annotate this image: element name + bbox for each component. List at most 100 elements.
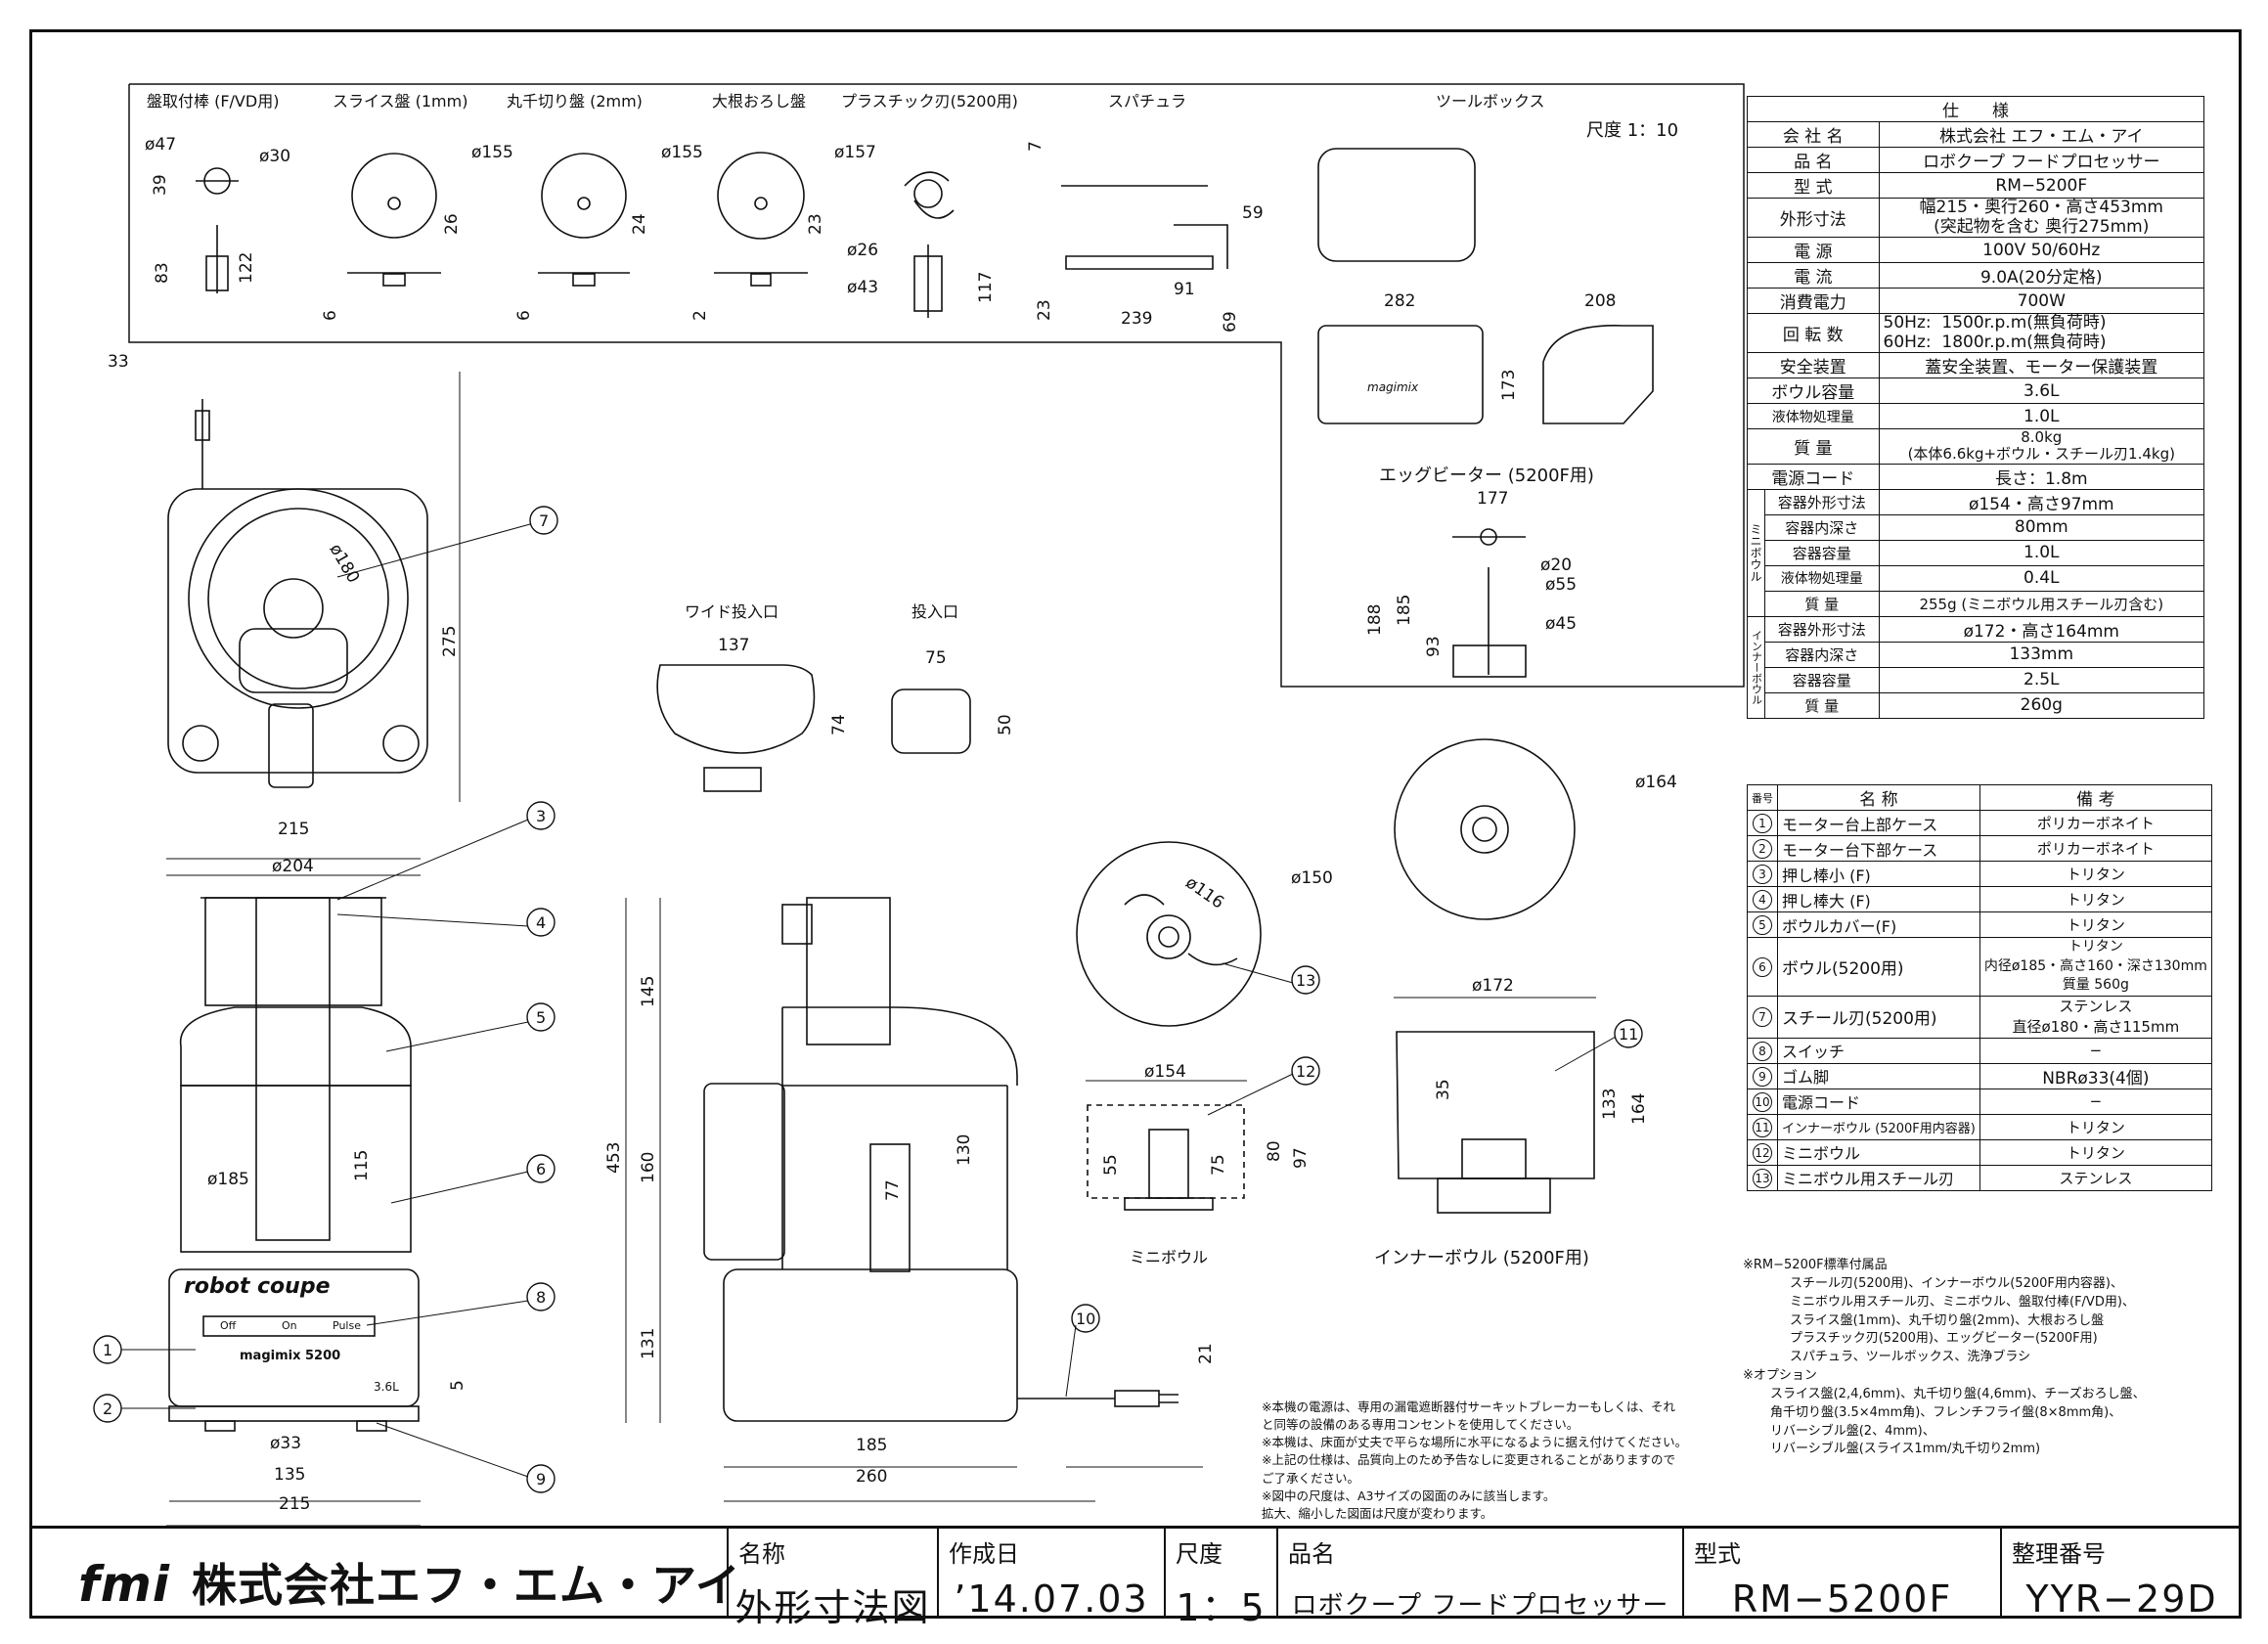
spec-val: 2.5L xyxy=(1878,666,2205,693)
accessory-line: プラスチック刃(5200用)、エッグビーター(5200F用) xyxy=(1790,1331,2098,1347)
callout-7: 7 xyxy=(539,511,550,530)
part-no: 10 xyxy=(1753,1091,1772,1112)
spec-key: 外形寸法 xyxy=(1747,197,1880,239)
dim-d150: ø150 xyxy=(1291,868,1333,888)
parts-col-note: 備 考 xyxy=(1979,784,2212,811)
part-no: 12 xyxy=(1753,1142,1772,1163)
dim-d33: ø33 xyxy=(270,1434,302,1453)
part-note: トリタン xyxy=(1979,861,2212,887)
note-line: ※本機は、床面が丈夫で平らな場所に水平になるように据え付けてください。 xyxy=(1262,1435,1688,1450)
spec-key: 電源コード xyxy=(1747,463,1880,490)
note-line: 拡大、縮小した図面は尺度が変わります。 xyxy=(1262,1505,1493,1521)
capacity-mark: 3.6L xyxy=(374,1380,399,1394)
part-no: 5 xyxy=(1753,915,1772,935)
dim-d185: ø185 xyxy=(207,1170,249,1189)
dim-v117: 117 xyxy=(976,271,996,303)
spec-val: ロボクープ フードプロセッサー xyxy=(1878,147,2205,173)
tb-ref-header: 整理番号 xyxy=(2012,1540,2106,1568)
dim-v74: 74 xyxy=(829,714,849,735)
dim-w177: 177 xyxy=(1477,489,1509,509)
spec-val: 1.0L xyxy=(1878,403,2205,430)
spec-header: 仕 様 xyxy=(1747,96,2204,122)
drawing-frame xyxy=(29,29,2242,1619)
spec-val: 1.0L xyxy=(1878,539,2205,566)
dim-v275: 275 xyxy=(440,625,460,657)
part-note: ステンレス 直径ø180・高さ115mm xyxy=(1979,995,2212,1039)
accessory-line: スライス盤(1mm)、丸千切り盤(2mm)、大根おろし盤 xyxy=(1790,1312,2105,1328)
spec-val: ø172・高さ164mm xyxy=(1878,615,2205,643)
label-egg-beater: エッグビーター (5200F用) xyxy=(1379,466,1594,486)
part-note: − xyxy=(1979,1037,2212,1064)
spec-key: 品 名 xyxy=(1747,147,1880,173)
note-line: ※図中の尺度は、A3サイズの図面のみに該当します。 xyxy=(1262,1488,1556,1503)
dim-v77: 77 xyxy=(883,1179,903,1201)
label-julienne-disc: 丸千切り盤 (2mm) xyxy=(507,92,643,111)
option-line: リバーシブル盤(2、4mm)、 xyxy=(1770,1423,1935,1439)
spec-val: 長さ：1.8m xyxy=(1878,463,2205,490)
tb-scale-header: 尺度 xyxy=(1176,1540,1223,1568)
spec-val: 0.4L xyxy=(1878,564,2205,592)
brand-logo: robot coupe xyxy=(184,1274,331,1299)
dim-v453: 453 xyxy=(604,1141,624,1174)
part-note: トリタン xyxy=(1979,886,2212,912)
accessories-list: ※RM−5200F標準付属品 スチール刃(5200用)、インナーボウル(5200… xyxy=(1743,1257,2146,1459)
spec-key: 液体物処理量 xyxy=(1764,564,1880,592)
part-name: スチール刃(5200用) xyxy=(1777,995,1980,1039)
spec-val: 100V 50/60Hz xyxy=(1878,237,2205,264)
dim-d164: ø164 xyxy=(1635,773,1677,792)
dim-v188: 188 xyxy=(1365,603,1385,636)
part-name: 押し棒大 (F) xyxy=(1777,886,1980,912)
spec-key: 容器容量 xyxy=(1764,539,1880,566)
attachment-scale: 尺度 1：10 xyxy=(1586,120,1679,141)
callout-1: 1 xyxy=(103,1341,113,1359)
dim-w208: 208 xyxy=(1584,291,1617,311)
part-name: 押し棒小 (F) xyxy=(1777,861,1980,887)
note-line: ※本機の電源は、専用の漏電遮断器付サーキットブレーカーもしくは、それ xyxy=(1262,1400,1675,1414)
callout-8: 8 xyxy=(536,1288,547,1307)
dim-d55: ø55 xyxy=(1545,575,1578,595)
parts-col-name: 名 称 xyxy=(1777,784,1980,811)
dim-d20: ø20 xyxy=(1540,555,1573,575)
part-name: ボウルカバー(F) xyxy=(1777,911,1980,938)
spec-val: 133mm xyxy=(1878,641,2205,668)
callout-12: 12 xyxy=(1296,1062,1316,1081)
accessory-line: スパチュラ、ツールボックス、洗浄ブラシ xyxy=(1790,1350,2031,1365)
dim-v6b: 6 xyxy=(514,310,534,321)
part-note: トリタン 内径ø185・高さ160・深さ130mm 質量 560g xyxy=(1979,937,2212,997)
option-heading: ※オプション xyxy=(1743,1368,1817,1384)
spec-val: 9.0A(20分定格) xyxy=(1878,262,2205,289)
tb-product-value: ロボクープ フードプロセッサー xyxy=(1291,1591,1669,1621)
dim-d155b: ø155 xyxy=(661,143,703,162)
spec-key: 質 量 xyxy=(1764,590,1880,617)
dim-v35: 35 xyxy=(1434,1079,1453,1100)
installation-notes: ※本機の電源は、専用の漏電遮断器付サーキットブレーカーもしくは、それ と同等の設… xyxy=(1262,1399,1687,1523)
spec-key: 質 量 xyxy=(1764,691,1880,719)
part-note: ポリカーボネイト xyxy=(1979,810,2212,836)
spec-key: 消費電力 xyxy=(1747,288,1880,315)
part-no: 9 xyxy=(1753,1066,1772,1087)
parts-col-no: 番号 xyxy=(1747,784,1778,811)
note-line: ご了承ください。 xyxy=(1262,1470,1360,1486)
tb-scale: 尺度 1：5 xyxy=(1164,1529,1276,1629)
callout-6: 6 xyxy=(536,1160,547,1178)
label-grater-disc: 大根おろし盤 xyxy=(712,92,807,111)
tb-name: 名称 外形寸法図 xyxy=(727,1529,937,1629)
dim-v50: 50 xyxy=(996,714,1015,735)
spec-key: 会 社 名 xyxy=(1747,121,1880,148)
spec-val: 260g xyxy=(1878,691,2205,719)
fmi-mark: fmi xyxy=(78,1556,170,1613)
part-no: 4 xyxy=(1753,890,1772,910)
tb-scale-value: 1：5 xyxy=(1176,1586,1267,1629)
part-name: ボウル(5200用) xyxy=(1777,937,1980,997)
spec-key: 容器外形寸法 xyxy=(1764,615,1880,643)
part-name: 電源コード xyxy=(1777,1088,1980,1115)
spec-key: 容器外形寸法 xyxy=(1764,488,1880,515)
dim-v185: 185 xyxy=(1395,594,1414,626)
dim-v131: 131 xyxy=(639,1327,658,1359)
toolbox-brand: magimix xyxy=(1367,380,1419,394)
tb-model-header: 型式 xyxy=(1694,1540,1741,1568)
dim-d204: ø204 xyxy=(272,857,314,876)
part-name: ミニボウル用スチール刃 xyxy=(1777,1164,1980,1191)
company-name: 株式会社エフ・エム・アイ xyxy=(192,1559,741,1612)
